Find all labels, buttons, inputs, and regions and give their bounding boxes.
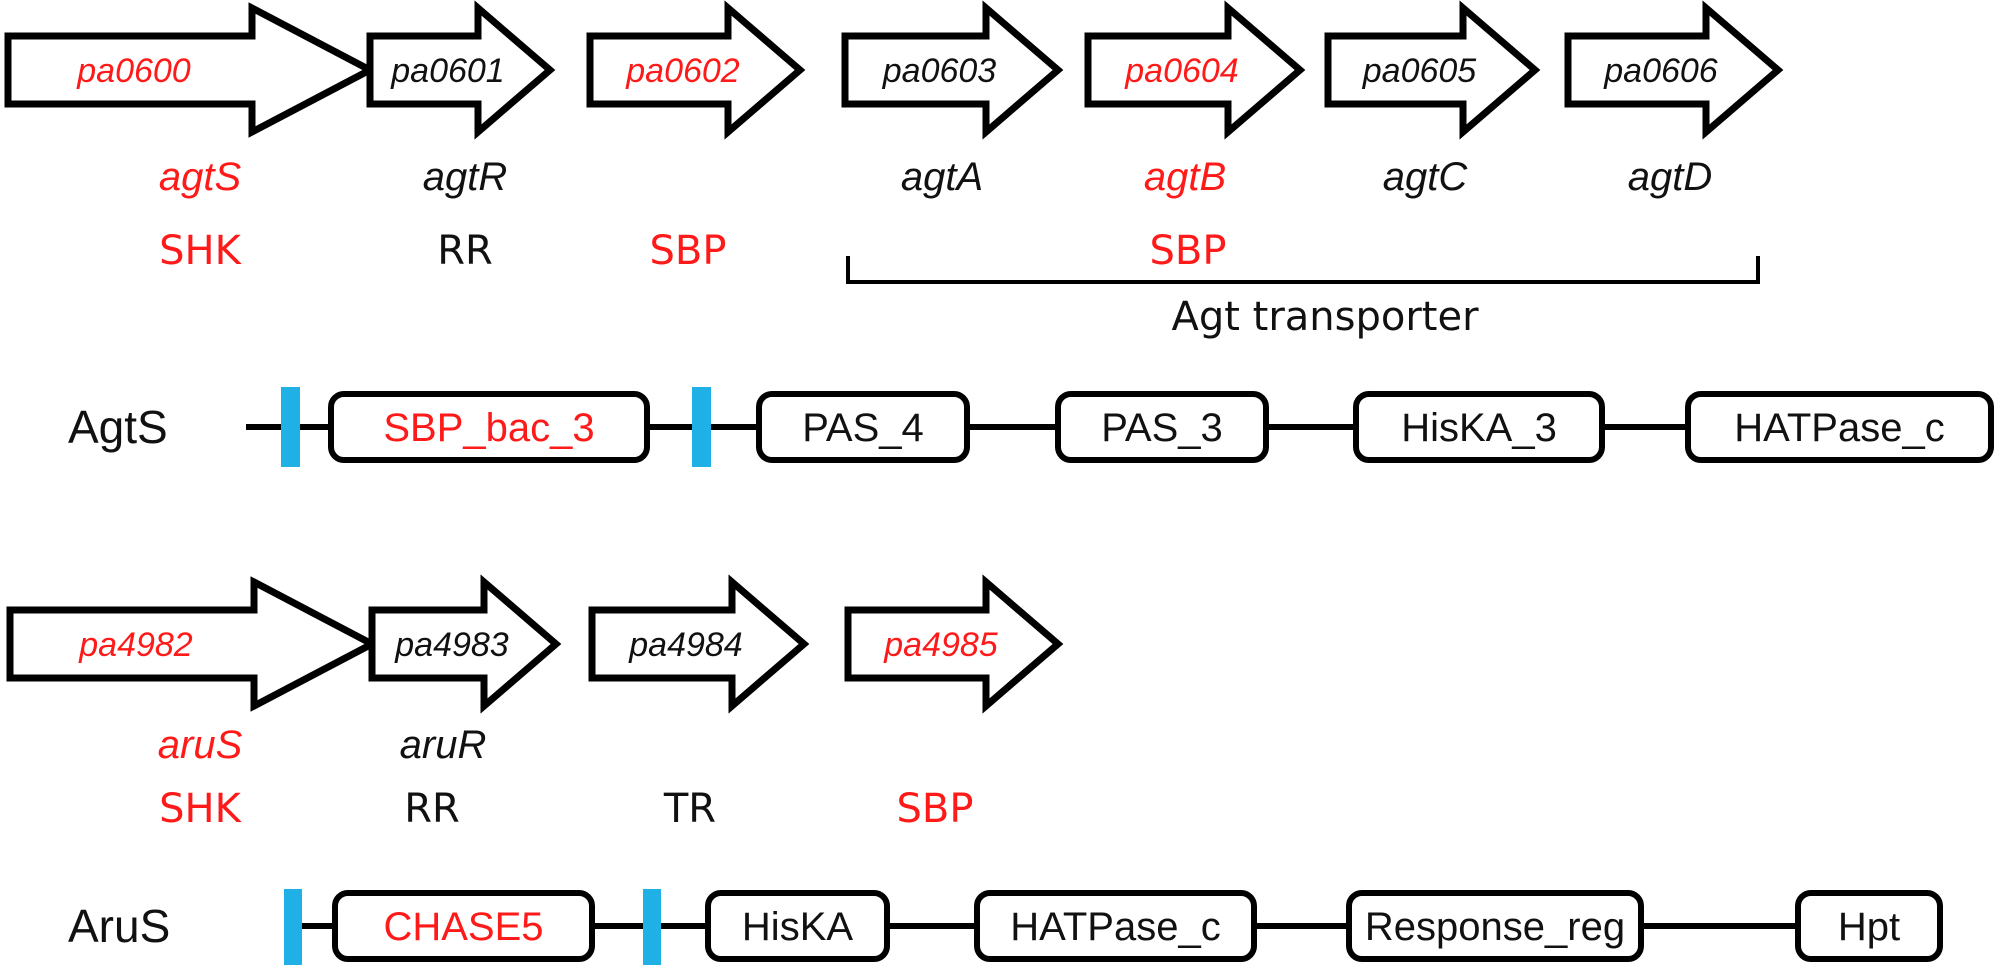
gene-name-label: agtR bbox=[423, 155, 508, 199]
gene-function-label: TR bbox=[663, 786, 716, 832]
gene-function-label: SBP bbox=[650, 228, 727, 274]
gene-id-label: pa0603 bbox=[882, 52, 997, 90]
protein-domain bbox=[756, 391, 970, 463]
gene-arrow bbox=[588, 574, 810, 714]
gene-arrow bbox=[1564, 0, 1784, 140]
transmembrane-segment bbox=[692, 387, 711, 467]
protein-domain bbox=[332, 890, 595, 962]
gene-name-label: agtD bbox=[1628, 155, 1713, 199]
domain-label: PAS_4 bbox=[802, 406, 924, 450]
domain-label: CHASE5 bbox=[383, 905, 543, 949]
gene-id-label: pa4985 bbox=[883, 626, 998, 664]
transmembrane-segment bbox=[284, 889, 302, 965]
protein-domain bbox=[1795, 890, 1943, 962]
protein-domain bbox=[1353, 391, 1605, 463]
gene-name-label: agtC bbox=[1383, 155, 1469, 199]
gene-function-label: SHK bbox=[159, 786, 242, 832]
protein-agts: AgtS SBP_bac_3 PAS_4 PAS_3 HisKA_3 HATPase_c bbox=[68, 387, 1994, 467]
gene-id-label: pa4984 bbox=[628, 626, 742, 664]
gene-function-label: SHK bbox=[159, 228, 242, 274]
protein-domain bbox=[1346, 890, 1644, 962]
gene-id-label: pa4983 bbox=[394, 626, 509, 664]
gene-name-label: agtA bbox=[901, 155, 983, 199]
domain-label: HATPase_c bbox=[1010, 905, 1220, 949]
domain-label: PAS_3 bbox=[1101, 406, 1223, 450]
transporter-label: Agt transporter bbox=[1171, 294, 1479, 340]
protein-name: AruS bbox=[68, 900, 170, 952]
gene-arrow bbox=[366, 0, 556, 140]
gene-arrow bbox=[1324, 0, 1541, 140]
gene-name-label: aruS bbox=[158, 723, 243, 767]
gene-arrow bbox=[368, 574, 562, 714]
protein-domain bbox=[1685, 391, 1994, 463]
gene-function-label: RR bbox=[437, 228, 493, 274]
domain-label: Hpt bbox=[1838, 905, 1900, 949]
domain-label: Response_reg bbox=[1365, 905, 1625, 949]
transmembrane-segment bbox=[281, 387, 300, 467]
transmembrane-segment bbox=[643, 889, 661, 965]
gene-name-label: agtS bbox=[159, 155, 242, 199]
protein-name: AgtS bbox=[68, 401, 168, 453]
gene-function-label: SBP bbox=[897, 786, 974, 832]
gene-arrow bbox=[1084, 0, 1306, 140]
gene-arrow bbox=[4, 2, 378, 138]
gene-name-label: agtB bbox=[1144, 155, 1226, 199]
domain-label: SBP_bac_3 bbox=[383, 406, 594, 450]
domain-label: HATPase_c bbox=[1734, 406, 1944, 450]
domain-label: HisKA bbox=[742, 905, 853, 949]
gene-arrow bbox=[6, 576, 380, 712]
gene-id-label: pa4982 bbox=[78, 626, 193, 664]
gene-name-label: aruR bbox=[400, 723, 487, 767]
protein-domain bbox=[328, 391, 650, 463]
gene-arrow bbox=[586, 0, 806, 140]
gene-id-label: pa0604 bbox=[1124, 52, 1238, 90]
domain-label: HisKA_3 bbox=[1401, 406, 1557, 450]
gene-arrow bbox=[844, 574, 1064, 714]
gene-function-label: RR bbox=[404, 786, 460, 832]
gene-id-label: pa0602 bbox=[625, 52, 740, 90]
gene-id-label: pa0606 bbox=[1603, 52, 1718, 90]
gene-id-label: pa0601 bbox=[390, 52, 504, 90]
gene-id-label: pa0605 bbox=[1362, 52, 1477, 90]
protein-domain bbox=[705, 890, 890, 962]
gene-arrow bbox=[841, 0, 1064, 140]
gene-function-label: SBP bbox=[1150, 228, 1227, 274]
gene-id-label: pa0600 bbox=[76, 52, 191, 90]
protein-domain bbox=[974, 890, 1257, 962]
transporter-bracket bbox=[846, 256, 1760, 284]
protein-arus: AruS CHASE5 HisKA HATPase_c Response_reg Hpt bbox=[68, 889, 1943, 965]
protein-domain bbox=[1055, 391, 1269, 463]
